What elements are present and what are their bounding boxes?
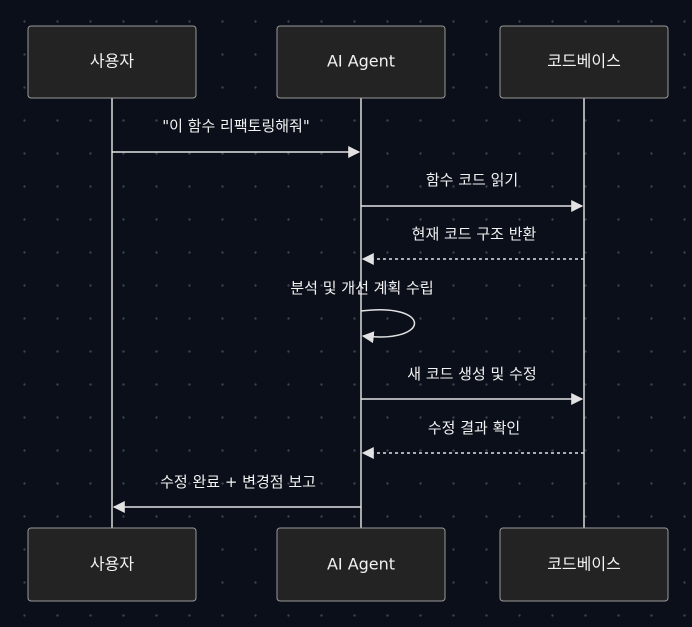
- message-read-code: 함수 코드 읽기: [361, 171, 584, 212]
- message-generate-code-label: 새 코드 생성 및 수정: [407, 365, 536, 383]
- actor-user-top: 사용자: [27, 25, 197, 99]
- actor-codebase-top-label: 코드베이스: [547, 52, 621, 71]
- message-return-structure-label: 현재 코드 구조 반환: [412, 225, 537, 243]
- actor-codebase-bottom-label: 코드베이스: [547, 555, 621, 574]
- actor-codebase-top: 코드베이스: [499, 25, 669, 99]
- message-read-code-label: 함수 코드 읽기: [426, 171, 518, 189]
- message-generate-code: 새 코드 생성 및 수정: [361, 365, 584, 405]
- actor-user-bottom-label: 사용자: [90, 555, 134, 574]
- actor-agent-top-label: AI Agent: [327, 52, 395, 71]
- message-confirm-result: 수정 결과 확인: [361, 419, 584, 459]
- actor-agent-bottom: AI Agent: [276, 527, 446, 602]
- message-self-analysis: 분석 및 개선 계획 수립: [290, 279, 434, 344]
- actor-user-bottom: 사용자: [27, 527, 197, 602]
- actor-agent-top: AI Agent: [276, 25, 446, 99]
- message-request: "이 함수 리팩토링해줘": [112, 117, 361, 158]
- actor-codebase-bottom: 코드베이스: [499, 527, 669, 602]
- message-confirm-result-label: 수정 결과 확인: [428, 419, 520, 437]
- message-return-structure: 현재 코드 구조 반환: [361, 225, 584, 265]
- actor-agent-bottom-label: AI Agent: [327, 555, 395, 574]
- message-report: 수정 완료 + 변경점 보고: [112, 473, 361, 513]
- message-self-analysis-arrow: [360, 309, 416, 344]
- message-request-label: "이 함수 리팩토링해줘": [162, 117, 310, 135]
- message-self-analysis-label: 분석 및 개선 계획 수립: [290, 279, 433, 297]
- message-report-label: 수정 완료 + 변경점 보고: [160, 473, 316, 491]
- actor-user-top-label: 사용자: [90, 52, 134, 71]
